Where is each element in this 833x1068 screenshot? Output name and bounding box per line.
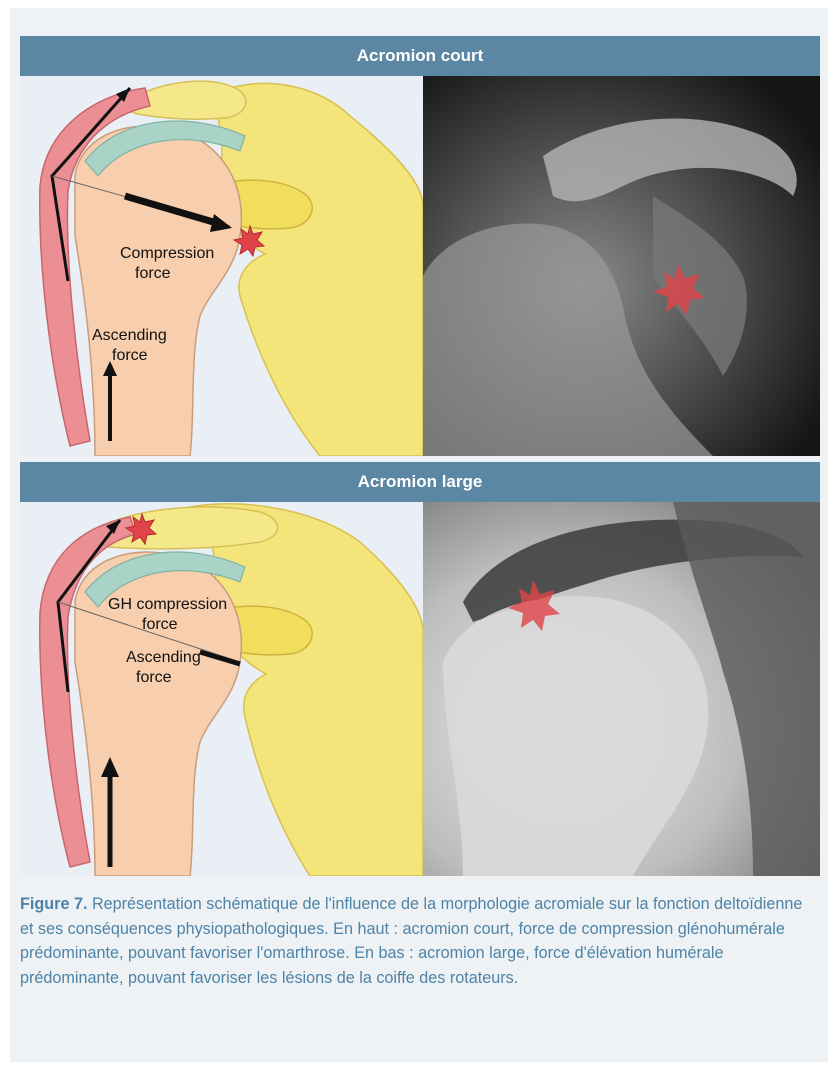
top-xray-image bbox=[423, 76, 820, 456]
ascending-label-line1-bottom: Ascending bbox=[126, 649, 201, 666]
top-diagram: Compression force Ascending force bbox=[20, 76, 423, 456]
gh-compression-label-line2: force bbox=[142, 616, 178, 633]
ascending-label-line2: force bbox=[112, 347, 148, 364]
bottom-xray-image bbox=[423, 502, 820, 876]
figure-label: Figure 7. bbox=[20, 895, 87, 913]
compression-label-line1: Compression bbox=[120, 245, 214, 262]
compression-label-line2: force bbox=[135, 265, 171, 282]
gh-compression-label-line1: GH compression bbox=[108, 596, 227, 613]
ascending-label-line1: Ascending bbox=[92, 327, 167, 344]
top-banner: Acromion court bbox=[20, 36, 820, 76]
ascending-label-line2-bottom: force bbox=[136, 669, 172, 686]
figure-caption: Figure 7. Représentation schématique de … bbox=[20, 892, 810, 990]
bottom-banner: Acromion large bbox=[20, 462, 820, 502]
figure-caption-text: Représentation schématique de l'influenc… bbox=[20, 895, 802, 987]
bottom-diagram: GH compression force Ascending force bbox=[20, 502, 423, 876]
